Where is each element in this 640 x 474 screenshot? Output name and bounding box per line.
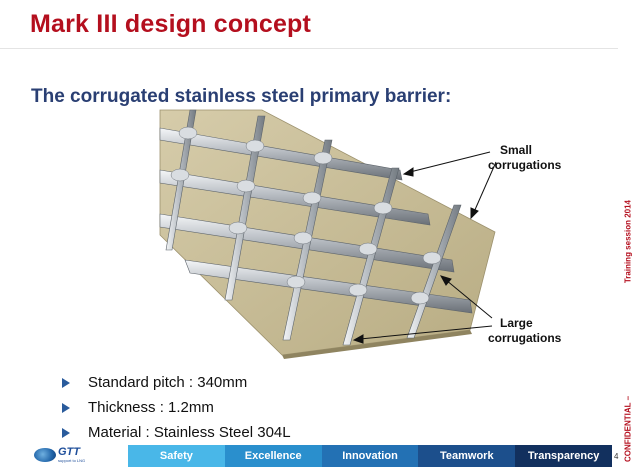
- slide-title: Mark III design concept: [30, 10, 312, 38]
- bullet-item: Thickness : 1.2mm: [62, 395, 291, 420]
- callout-small-corrugations: Small corrugations: [488, 143, 562, 172]
- globe-logo-icon: [34, 448, 56, 462]
- bullet-arrow-icon: [62, 378, 70, 388]
- value-safety: Safety: [128, 445, 225, 467]
- side-confidential-label: CONFIDENTIAL – Training session 2014: [623, 200, 633, 462]
- value-innovation: Innovation: [321, 445, 419, 467]
- bullet-arrow-icon: [62, 428, 70, 438]
- footer-bar: GTT support to LNG Safety Excellence Inn…: [0, 445, 612, 467]
- company-logo: GTT support to LNG: [0, 445, 128, 467]
- bullet-item: Material : Stainless Steel 304L: [62, 420, 291, 445]
- bullet-list: Standard pitch : 340mm Thickness : 1.2mm…: [62, 370, 291, 445]
- page-number: 4: [614, 452, 619, 461]
- value-excellence: Excellence: [224, 445, 322, 467]
- value-transparency: Transparency: [515, 445, 612, 467]
- corrugation-knots: [170, 126, 442, 305]
- company-values: Safety Excellence Innovation Teamwork Tr…: [128, 445, 612, 467]
- callout-arrows: [352, 151, 497, 344]
- membrane-edge: [282, 330, 472, 359]
- bullet-item: Standard pitch : 340mm: [62, 370, 291, 395]
- title-divider: [0, 48, 618, 49]
- bullet-arrow-icon: [62, 403, 70, 413]
- slide-subtitle: The corrugated stainless steel primary b…: [31, 86, 452, 107]
- callout-large-corrugations: Large corrugations: [488, 316, 562, 345]
- value-teamwork: Teamwork: [418, 445, 516, 467]
